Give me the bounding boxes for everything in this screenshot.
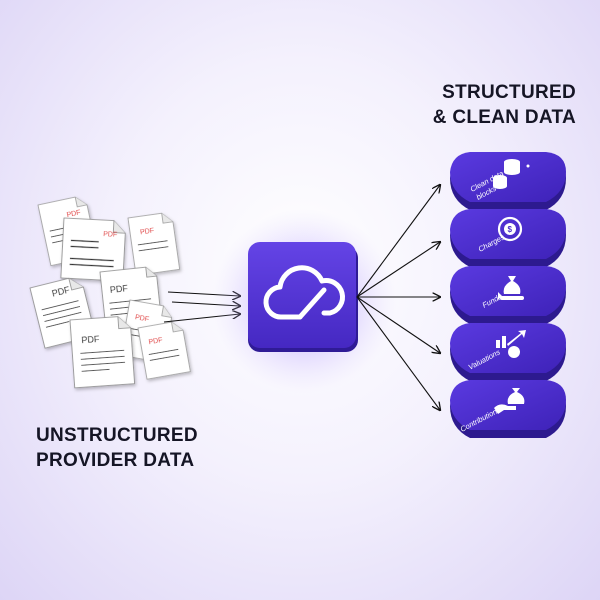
- pdf-document: PDF: [137, 321, 191, 380]
- pdf-label: PDF: [148, 337, 163, 346]
- pdf-document: PDF: [69, 316, 136, 389]
- input-heading-line1: UNSTRUCTURED: [36, 425, 198, 446]
- pdf-label: PDF: [109, 283, 128, 295]
- cloud-icon: [263, 265, 345, 320]
- hand-money-bag-icon: [494, 388, 525, 414]
- output-heading-line2: & CLEAN DATA: [432, 107, 576, 128]
- coins-icon: [493, 159, 530, 189]
- pdf-label: PDF: [140, 228, 155, 237]
- pdf-label: PDF: [134, 314, 149, 323]
- valuation-chart-icon: [496, 330, 526, 358]
- input-heading-line2: PROVIDER DATA: [36, 450, 195, 471]
- pdf-label: PDF: [103, 231, 117, 239]
- input-heading: UNSTRUCTURED PROVIDER DATA: [36, 423, 198, 473]
- output-arrow: [356, 296, 440, 410]
- pdf-label: PDF: [51, 285, 71, 299]
- output-tile-valuations: Valuations: [450, 323, 566, 381]
- output-arrow: [356, 296, 440, 353]
- output-tile-clean-data-blocks: Clean data blocks: [450, 152, 566, 210]
- output-arrow: [356, 185, 440, 298]
- output-tile-contributions: Contributions: [450, 380, 566, 438]
- pdf-label: PDF: [66, 209, 81, 219]
- pdf-document: PDF: [127, 212, 181, 276]
- dollar-cycle-icon: $: [497, 216, 523, 242]
- output-tile-charges: $ Charges: [450, 209, 566, 267]
- output-heading-line1: STRUCTURED: [442, 82, 576, 103]
- output-heading: STRUCTURED & CLEAN DATA: [433, 80, 576, 130]
- output-tile-funds: Funds: [450, 266, 566, 324]
- svg-text:$: $: [508, 225, 513, 234]
- money-bag-hand-icon: [498, 276, 524, 300]
- pdf-document: PDF: [60, 217, 126, 282]
- document-pile: PDF PDF PDF PDF: [29, 196, 191, 389]
- cloud-hub: [212, 209, 396, 393]
- output-arrow: [356, 242, 440, 298]
- pdf-label: PDF: [81, 334, 100, 345]
- output-arrows: [356, 185, 440, 410]
